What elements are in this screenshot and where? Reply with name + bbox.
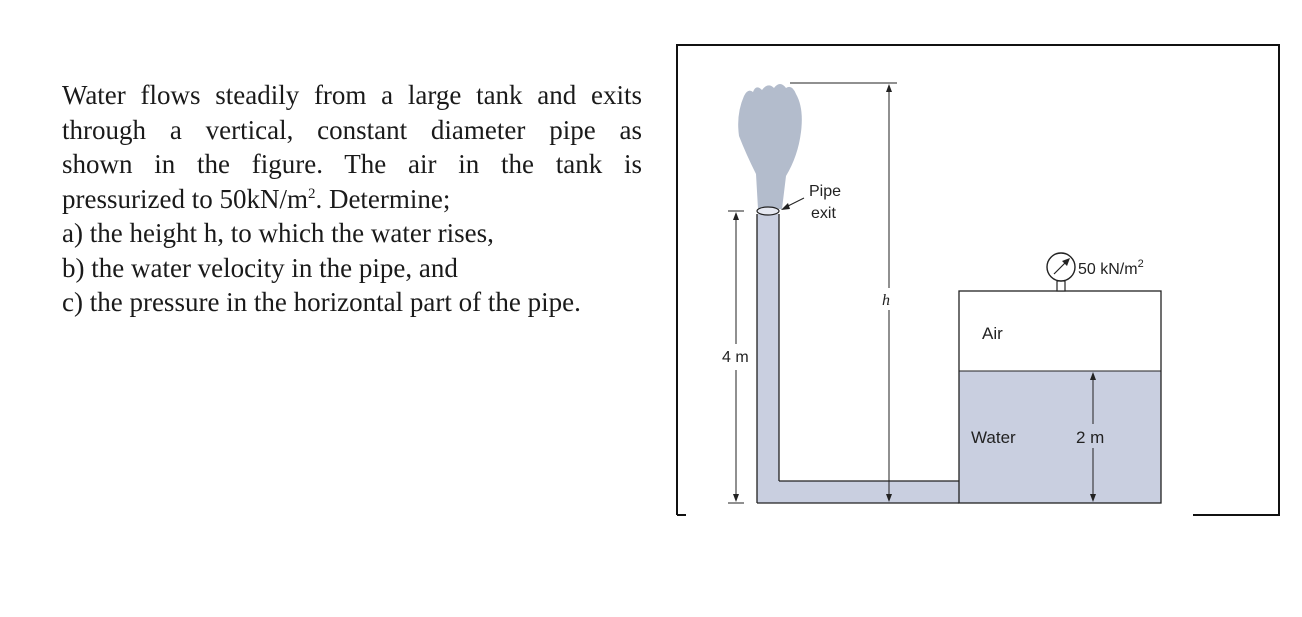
pipe-water [757,214,959,503]
air-label: Air [982,324,1003,343]
question-c: c) the pressure in the horizontal part o… [62,287,581,317]
question-b: b) the water velocity in the pipe, and [62,252,458,283]
pipe-exit-label-line1: Pipe [809,183,841,200]
dim-h-arrow-up [886,84,892,92]
gauge-stem [1056,280,1066,292]
pressure-text: pressurized to 50kN/m [62,183,308,214]
problem-line-3: shown in the figure. The air in the tank… [62,149,642,179]
determine-text: . Determine; [315,183,451,214]
problem-line-1: Water flows steadily from a large tank a… [62,80,642,110]
tank-pipe-diagram: Pipe exit h 4 m 50 kN/m2 Air Water 2 m [676,44,1280,516]
pressure-unit-exponent: 2 [307,185,316,202]
problem-statement: Water flows steadily from a large tank a… [62,78,642,320]
question-a: a) the height h, to which the water rise… [62,218,494,248]
pipe-height-label: 4 m [722,349,749,366]
water-jet [738,84,802,209]
tank-water [959,371,1161,503]
pipe-exit-opening [756,206,780,216]
gauge-needle-arrowhead [1062,258,1070,266]
dim-h-arrow-down [886,494,892,502]
problem-line-2: through a vertical, constant diameter pi… [62,114,642,145]
water-label: Water [971,428,1016,447]
dim-4m-arrow-down [733,494,739,502]
figure-frame [676,44,1280,516]
problem-line-4: pressurized to 50kN/m2. Determine; [62,182,642,217]
gauge-pressure-label: 50 kN/m2 [1078,258,1144,278]
dim-2m-arrow-up [1090,372,1096,380]
water-depth-label: 2 m [1076,428,1104,447]
dim-2m-arrow-down [1090,494,1096,502]
dim-4m-arrow-up [733,212,739,220]
h-label: h [882,292,890,309]
pipe-exit-label-line2: exit [811,205,836,222]
pipe-exit-leader-arrowhead [781,203,790,210]
